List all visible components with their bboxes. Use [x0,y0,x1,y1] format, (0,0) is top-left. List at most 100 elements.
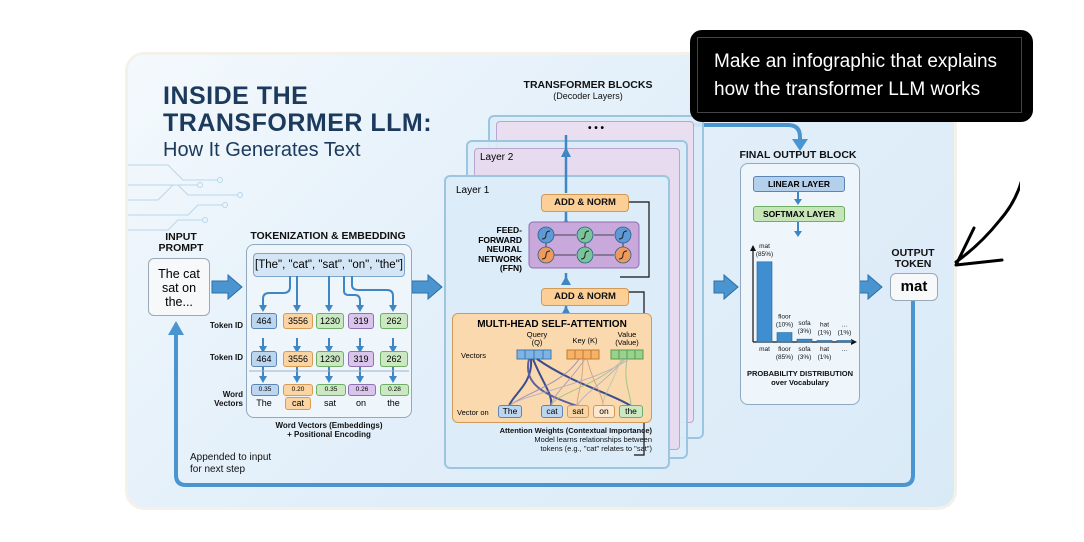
attention-caption-line3: tokens (e.g., "cat" relates to "sat") [540,444,652,453]
token-id-chip: 319 [348,351,374,367]
word-vector-value: 0.35 [316,384,346,396]
arrow-transformer-to-output [713,273,739,301]
ffn-network [528,221,640,269]
vectors-label: Vectors [461,351,487,360]
prompt-overlay-text: Make an infographic that explains how th… [697,37,1022,113]
x-tick-label: sofa [798,346,811,353]
token-id-chip: 262 [380,351,408,367]
bar-data-label: floor [778,314,791,321]
x-axis-arrow [851,339,857,345]
y-axis-arrow [750,245,756,251]
input-text-line3: the... [165,295,193,309]
bar-data-label: (10%) [776,322,793,329]
embedding-caption-line1: Word Vectors (Embeddings) [275,421,383,430]
token-id-chip: 464 [251,351,277,367]
tokenization-header: TOKENIZATION & EMBEDDING [250,230,406,242]
word-label-highlighted: cat [285,397,311,410]
token-id-chip: 464 [251,313,277,329]
attention-caption-title: Attention Weights (Contextual Importance… [499,426,652,435]
word-vector-value: 0.26 [348,384,376,396]
vector-on-label: Vector on [457,408,489,417]
token-id-row-label: Token ID [209,321,243,330]
token-arrows [249,276,409,383]
bar-data-label: mat [759,243,770,250]
input-prompt-header: INPUT PROMPT [146,232,216,254]
word-vectors-label-line1: Word [222,390,243,399]
distribution-caption-line1: PROBABILITY DISTRIBUTION [746,369,854,378]
token-id-chip: 3556 [283,351,313,367]
title-line2: TRANSFORMER LLM: [163,109,433,137]
output-token-box: mat [890,273,938,301]
key-label: Key (K) [572,336,598,345]
output-header-line2: TOKEN [894,258,932,270]
bar-mat [756,261,773,343]
bar-sofa [796,338,813,343]
arrow-blocks-to-final [688,123,802,141]
self-attention-header: MULTI-HEAD SELF-ATTENTION [477,319,627,330]
token-id-chip: 262 [380,313,408,329]
loop-caption-line1: Appended to input [190,452,272,463]
word-vector-value: 0.35 [251,384,279,396]
subtitle: How It Generates Text [163,139,361,161]
arrow-input-to-tokenization [211,273,243,301]
token-id-chip: 319 [348,313,374,329]
token-id-chip: 1230 [316,313,344,329]
loop-caption-line2: for next step [190,464,246,475]
word-vectors-label-line2: Vectors [214,399,243,408]
input-text-line1: The cat [158,267,200,281]
bar-data-label: (1%) [818,330,832,337]
bar- [836,340,853,343]
word-label: The [256,398,272,408]
distribution-caption-line2: over Vocabulary [771,378,829,387]
embedding-caption-line2: + Positional Encoding [287,430,371,439]
tokenization-panel: [The", "cat", "sat", "on", "the"] 464 35… [246,244,412,418]
bar-data-label: (85%) [756,251,773,258]
feedback-loop-arrowhead [168,321,184,335]
x-tick-label: (3%) [798,354,812,361]
word-label: the [387,398,400,408]
bar-data-label: ... [842,322,848,329]
input-header-line2: PROMPT [158,242,204,254]
arrow-tokenization-to-transformer [411,273,443,301]
token-id-row-label: Token ID [209,353,243,362]
output-token-header: OUTPUT TOKEN [882,248,944,270]
bar-data-label: hat [820,322,829,329]
transformer-subheader: (Decoder Layers) [553,91,623,101]
x-tick-label: hat [820,346,829,353]
query-label-line1: Query [526,330,548,339]
word-vector-value: 0.28 [380,384,409,396]
x-tick-label: ... [842,346,848,353]
final-output-arrows [794,192,802,237]
x-tick-label: (85%) [776,354,793,361]
x-tick-label: mat [759,346,770,353]
value-label-line2: (Value) [615,338,639,347]
transformer-header: TRANSFORMER BLOCKS (Decoder Layers) [518,80,658,102]
embedding-caption: Word Vectors (Embeddings) + Positional E… [246,421,412,439]
add-norm-top: ADD & NORM [541,194,629,212]
ffn-label-line: FORWARD [478,234,522,245]
attention-token: cat [541,405,563,418]
token-id-chip: 1230 [316,351,344,367]
bar-floor [776,332,793,343]
prompt-overlay: Make an infographic that explains how th… [690,30,1033,122]
ffn-label-line: NETWORK [478,253,522,264]
token-list: [The", "cat", "sat", "on", "the"] [253,253,405,277]
x-tick-label: floor [778,346,791,353]
bar-hat [816,340,833,343]
query-label-line2: (Q) [531,338,543,347]
layer-1-label: Layer 1 [456,185,490,196]
transformer-header-title: TRANSFORMER BLOCKS [523,79,653,91]
ffn-label-line: NEURAL [486,244,522,254]
distribution-caption: PROBABILITY DISTRIBUTION over Vocabulary [741,369,859,387]
linear-layer: LINEAR LAYER [753,176,845,192]
hand-drawn-arrow-icon [954,180,1020,267]
attention-token: on [593,405,615,418]
bar-data-label: (1%) [838,330,852,337]
word-label: on [355,398,366,408]
circuit-decoration [128,164,243,231]
probability-chart: mat(85%)matfloor(10%)floor(85%)sofa(3%)s… [750,243,857,361]
softmax-layer: SOFTMAX LAYER [753,206,845,222]
bar-data-label: (3%) [798,328,812,335]
attention-caption-line2: Model learns relationships between [534,435,652,444]
query-label: Query (Q) [515,331,559,347]
